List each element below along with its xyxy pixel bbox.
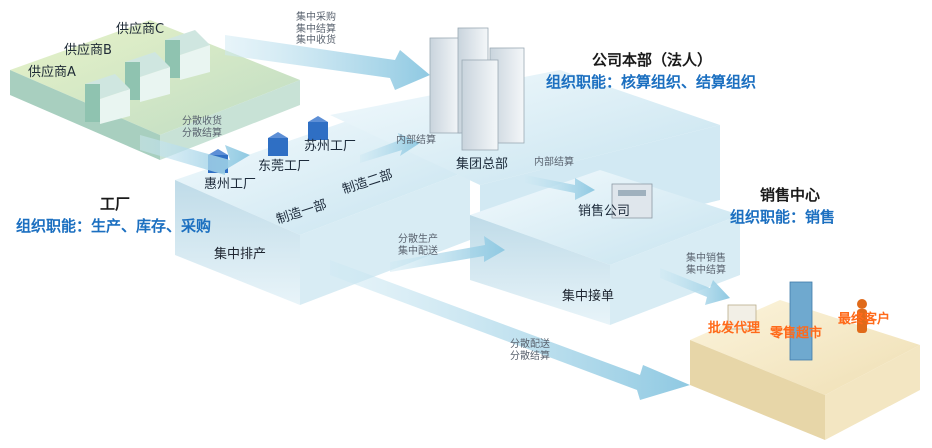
flow-supplier-factory-labels: 分散收货 分散结算 [182, 116, 222, 139]
supplier-a-building-icon [85, 74, 130, 124]
flow-internal-settlement-2: 内部结算 [534, 157, 574, 168]
flow-to-hq-labels: 集中采购 集中结算 集中收货 [296, 12, 336, 46]
sales-company-label: 销售公司 [578, 204, 631, 219]
supplier-a-label: 供应商A [28, 65, 76, 80]
dongguan-factory-icon [268, 132, 288, 156]
wholesale-agent-label: 批发代理 [708, 321, 761, 336]
suzhou-factory-icon [308, 116, 328, 140]
arrow-sales-to-customers [660, 268, 730, 305]
sales-center-title: 销售中心 [760, 186, 821, 204]
arrow-factory-to-sales [390, 236, 505, 272]
suzhou-factory-label: 苏州工厂 [304, 139, 357, 154]
hq-function: 组织职能：核算组织、结算组织 [546, 73, 757, 91]
arrow-internal-factory-hq [360, 133, 420, 163]
arrow-internal-hq-sales [525, 175, 595, 200]
flow-scattered-labels: 分散配送 分散结算 [510, 339, 550, 362]
factory-title: 工厂 [100, 195, 131, 213]
retail-supermarket-label: 零售超市 [770, 326, 823, 341]
end-customer-person-icon [857, 299, 867, 333]
arrow-scattered-to-customers [330, 260, 690, 400]
retail-supermarket-building-icon [789, 281, 813, 361]
wholesale-agent-building-icon [727, 304, 757, 330]
sales-platform [470, 170, 740, 325]
supplier-c-label: 供应商C [116, 22, 165, 37]
hq-caption-centralized-orders: 集中接单 [562, 289, 615, 304]
hq-building-icon [429, 27, 525, 151]
flow-internal-settlement-1: 内部结算 [396, 135, 436, 146]
group-headquarters-label: 集团总部 [456, 157, 509, 172]
supplier-b-label: 供应商B [64, 43, 112, 58]
flow-sales-settlement-labels: 集中销售 集中结算 [686, 253, 726, 276]
supplier-b-building-icon [125, 52, 170, 102]
sales-company-building-icon [611, 183, 653, 219]
flow-production-delivery-labels: 分散生产 集中配送 [398, 234, 438, 257]
sales-center-function: 组织职能：销售 [730, 208, 836, 226]
end-customer-label: 最终客户 [838, 312, 891, 327]
huizhou-factory-label: 惠州工厂 [204, 177, 257, 192]
dongguan-factory-label: 东莞工厂 [258, 159, 311, 174]
arrow-supplier-to-factory [140, 135, 250, 175]
supplier-c-building-icon [165, 30, 210, 80]
arrow-suppliers-to-hq [225, 35, 430, 90]
factory-caption-centralized-scheduling: 集中排产 [214, 247, 267, 262]
hq-title: 公司本部（法人） [592, 51, 713, 69]
factory-function: 组织职能：生产、库存、采购 [16, 217, 212, 235]
